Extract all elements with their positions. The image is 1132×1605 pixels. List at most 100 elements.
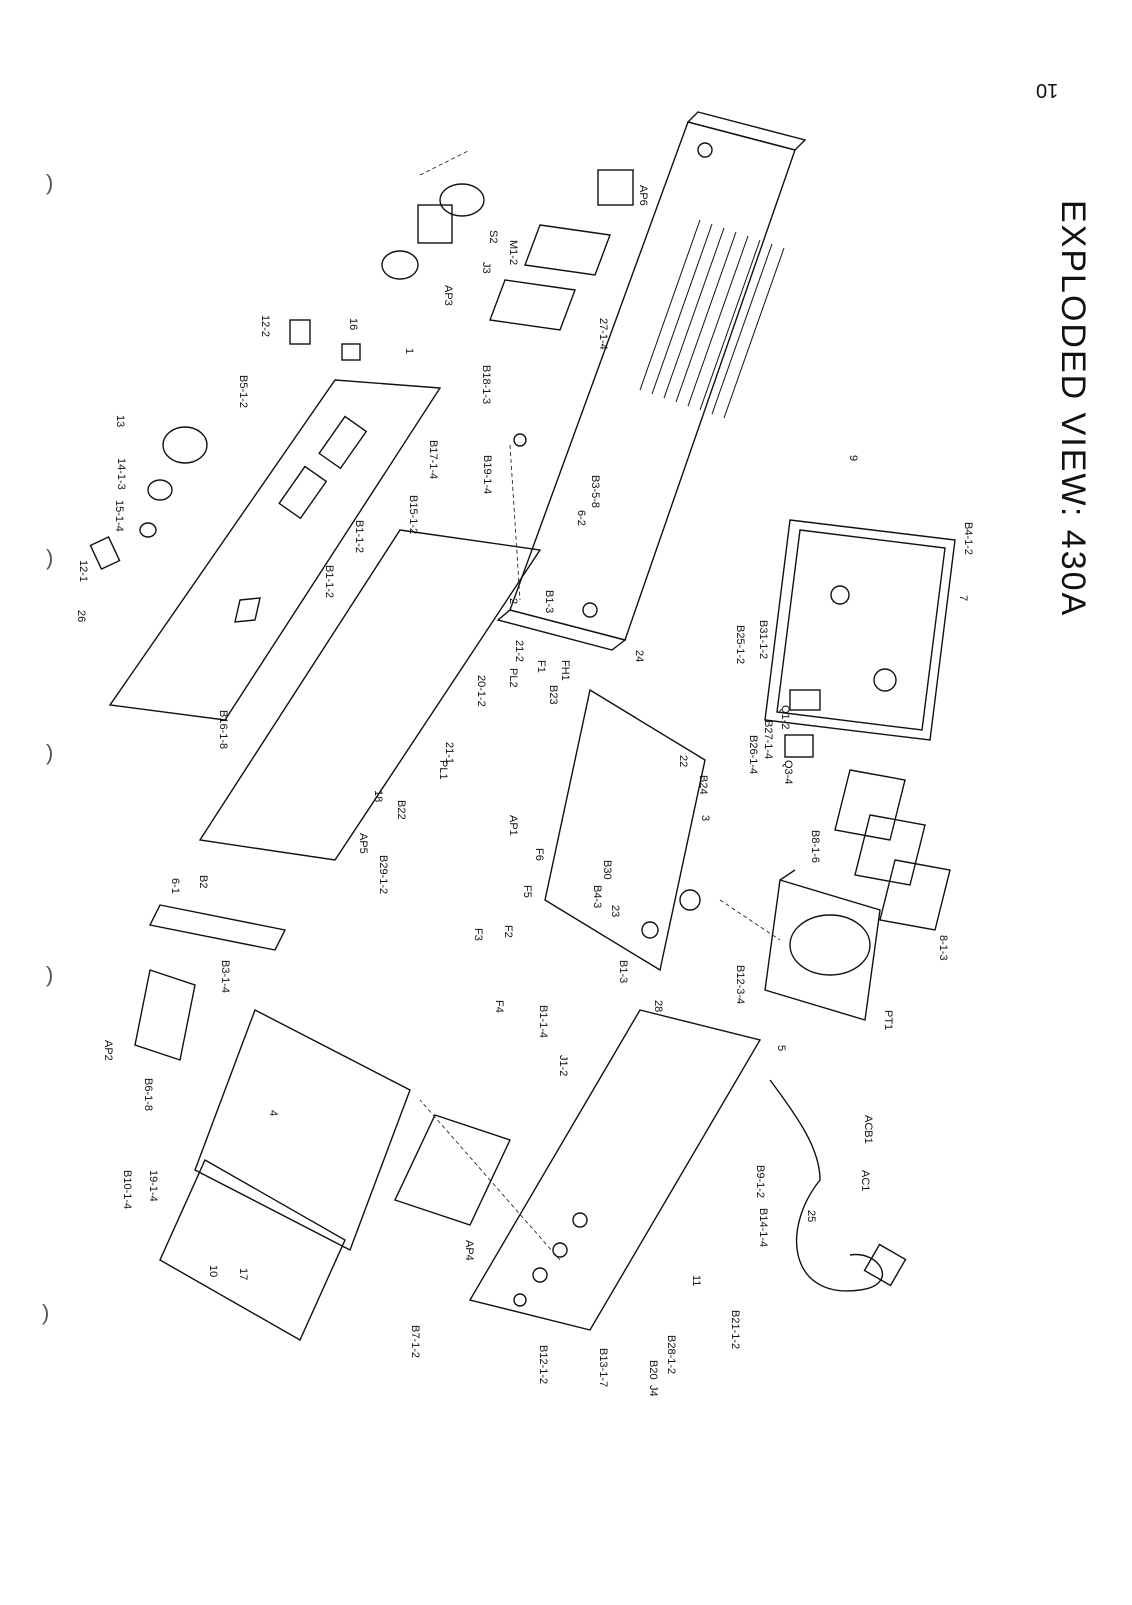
label-B1-3: B1-3 [617,960,629,983]
input-bracket [134,969,196,1061]
label-B28-1-2: B28-1-2 [665,1335,677,1374]
label-AC1: AC1 [859,1170,871,1191]
label-3: 3 [699,815,711,821]
heat-sink-panel [764,519,956,758]
label-23: 23 [609,905,621,917]
chassis-base [544,688,706,972]
label-FH1: FH1 [559,660,571,681]
label-AP2: AP2 [102,1040,114,1061]
label-B9-1-2: B9-1-2 [754,1165,766,1198]
label-B14-1-4: B14-1-4 [757,1208,769,1247]
label-F2: F2 [502,925,514,938]
label-F6: F6 [533,848,545,861]
label-B2: B2 [197,875,209,888]
label-16: 16 [347,318,359,330]
label-PL1: PL1 [437,760,449,780]
label-10: 10 [207,1265,219,1277]
label-B1-3: B1-3 [543,590,555,613]
label-B30: B30 [601,860,613,880]
label-PT1: PT1 [882,1010,894,1030]
sub-chassis [198,529,542,861]
label-8-1-3: 8-1-3 [937,935,949,961]
label-18: 18 [372,790,384,802]
margin-mark: ) [46,962,54,987]
label-B12-1-2: B12-1-2 [537,1345,549,1384]
margin-mark: ) [46,545,54,570]
label-B31-1-2: B31-1-2 [757,620,769,659]
label-B15-1-2: B15-1-2 [407,495,419,534]
label-ACB1: ACB1 [862,1115,874,1144]
ac-cord [769,1079,907,1292]
label-B3-1-4: B3-1-4 [219,960,231,993]
label-B6-1-8: B6-1-8 [142,1078,154,1111]
label-21-1: 21-1 [443,742,455,764]
label-M1-2: M1-2 [507,240,519,265]
label-B18-1-3: B18-1-3 [480,365,492,404]
margin-mark: ) [46,170,54,195]
label-F1: F1 [535,660,547,673]
label-B1-1-2: B1-1-2 [353,520,365,553]
label-B19-1-4: B19-1-4 [481,455,493,494]
label-B12-3-4: B12-3-4 [734,965,746,1004]
label-AP1: AP1 [507,815,519,836]
label-B25-1-2: B25-1-2 [734,625,746,664]
label-25: 25 [805,1210,817,1222]
label-B8-1-6: B8-1-6 [809,830,821,863]
label-AP5: AP5 [357,833,369,854]
label-F3: F3 [472,928,484,941]
label-24: 24 [633,650,645,662]
label-13: 13 [114,415,126,427]
label-Q1-2: Q1-2 [779,705,791,729]
label-B1-1-2: B1-1-2 [323,565,335,598]
label-2: 2 [507,598,519,604]
page-number: 10 [1036,79,1059,101]
label-B27-1-4: B27-1-4 [762,720,774,759]
label-F4: F4 [493,1000,505,1013]
label-9: 9 [847,455,859,461]
label-B20: B20 [647,1360,659,1380]
label-Q3-4: Q3-4 [782,760,794,784]
meters [489,169,634,331]
label-5: 5 [775,1045,787,1051]
terminal-board [394,1114,511,1226]
label-B16-1-8: B16-1-8 [217,710,229,749]
label-15-1-4: 15-1-4 [113,500,125,532]
rear-panel [468,1009,762,1331]
top-cover [496,111,807,651]
label-7: 7 [957,595,969,601]
label-S2: S2 [487,230,499,243]
label-B1-1-4: B1-1-4 [537,1005,549,1038]
label-12-2: 12-2 [259,315,271,337]
label-PL2: PL2 [507,668,519,688]
label-B22: B22 [395,800,407,820]
label-26: 26 [75,610,87,622]
label-22: 22 [677,755,689,767]
label-17: 17 [237,1268,249,1280]
label-B7-1-2: B7-1-2 [409,1325,421,1358]
margin-mark: ) [46,740,54,765]
label-19-1-4: 19-1-4 [147,1170,159,1202]
label-B10-1-4: B10-1-4 [121,1170,133,1209]
heat-sinks [834,769,951,931]
label-12-1: 12-1 [77,560,89,582]
label-B5-1-2: B5-1-2 [237,375,249,408]
label-J4: J4 [647,1385,659,1397]
label-B23: B23 [547,685,559,705]
label-F5: F5 [521,885,533,898]
selector-switch [381,183,485,280]
label-B4-1-2: B4-1-2 [962,522,974,555]
label-11: 11 [690,1275,702,1286]
side-bracket [148,904,287,951]
label-14-1-3: 14-1-3 [115,458,127,490]
label-AP4: AP4 [463,1240,475,1261]
label-AP3: AP3 [442,285,454,306]
label-6-2: 6-2 [575,510,587,526]
margin-mark: ) [42,1300,50,1325]
label-20-1-2: 20-1-2 [475,675,487,707]
label-B29-1-2: B29-1-2 [377,855,389,894]
label-1: 1 [403,348,415,354]
label-B24: B24 [697,775,709,795]
label-21-2: 21-2 [513,640,525,662]
